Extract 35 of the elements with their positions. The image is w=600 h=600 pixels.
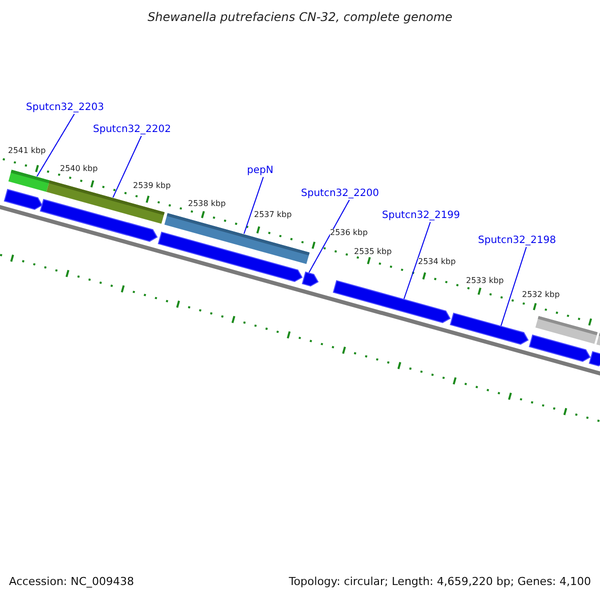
leader-line — [308, 200, 350, 274]
scale-label: 2540 kbp — [60, 165, 98, 173]
leader-line — [112, 136, 142, 198]
gene-block — [40, 198, 158, 242]
scale-label: 2536 kbp — [330, 229, 368, 237]
gene-label: pepN — [247, 166, 274, 176]
gene-label: Sputcn32_2202 — [93, 125, 171, 135]
scale-label: 2534 kbp — [418, 258, 456, 266]
leader-line — [244, 176, 264, 234]
gene-block — [4, 188, 43, 210]
scale-label: 2537 kbp — [254, 211, 292, 219]
gene-bar — [596, 332, 600, 346]
gene-label: Sputcn32_2200 — [301, 189, 379, 199]
gene-block — [450, 312, 529, 345]
gene-label: Sputcn32_2199 — [382, 211, 460, 221]
gene-block — [332, 280, 451, 324]
leader-line — [36, 114, 75, 177]
gene-block — [158, 232, 303, 282]
gene-label: Sputcn32_2198 — [478, 236, 556, 246]
chart-title: Shewanella putrefaciens CN-32, complete genome — [146, 11, 454, 23]
gene-label: Sputcn32_2203 — [26, 103, 104, 113]
gene-block — [302, 271, 319, 287]
scale-label: 2532 kbp — [522, 291, 560, 299]
footer-text: Topology: circular; Length: 4,659,220 bp; Genes: 4,100 — [288, 576, 591, 587]
leader-line — [500, 246, 527, 326]
scale-label: 2533 kbp — [466, 277, 504, 285]
gene-block — [588, 351, 600, 366]
footer-text: Accession: NC_009438 — [9, 576, 134, 587]
gene-block — [528, 334, 591, 362]
gene-bar — [8, 170, 50, 192]
scale-label: 2538 kbp — [188, 200, 226, 208]
scale-label: 2541 kbp — [8, 147, 46, 155]
scale-label: 2535 kbp — [354, 248, 392, 256]
leader-line — [404, 222, 431, 300]
scale-label: 2539 kbp — [133, 182, 171, 190]
